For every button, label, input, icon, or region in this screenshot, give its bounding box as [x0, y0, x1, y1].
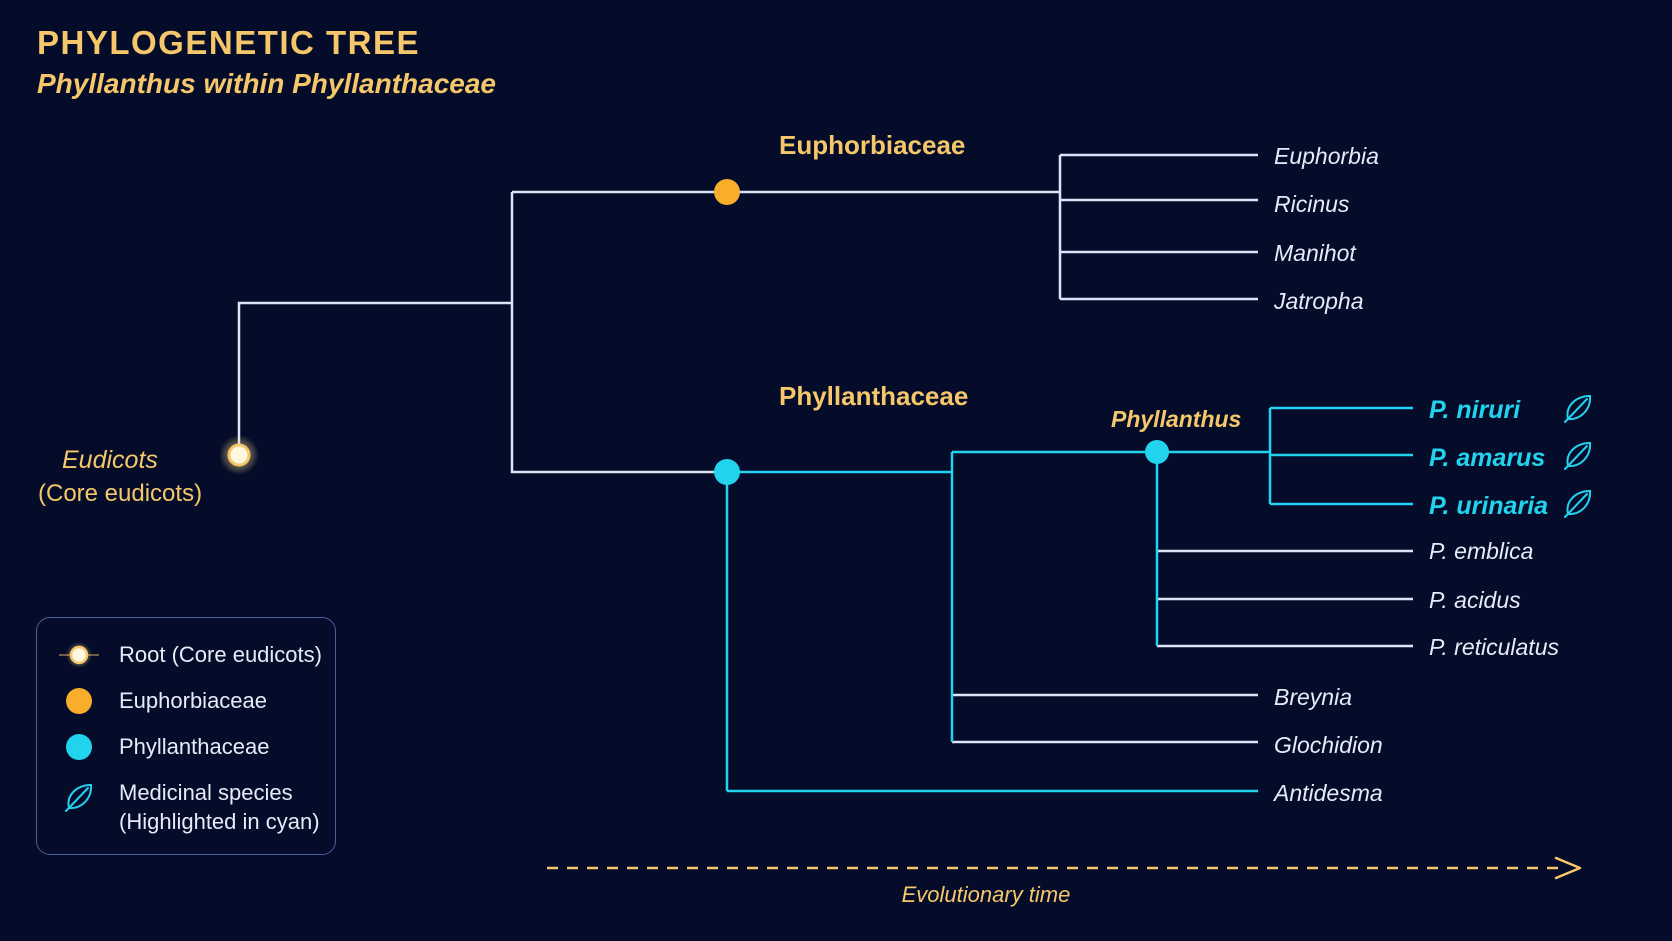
taxon-label: Glochidion — [1274, 732, 1383, 758]
phyllanthaceae-node — [714, 459, 740, 485]
trunk-connector — [510, 192, 727, 474]
leaf-icon — [65, 783, 93, 812]
phyllanthus-node — [1145, 440, 1169, 464]
taxon-label: Jatropha — [1273, 288, 1364, 314]
taxon-label: P. acidus — [1429, 587, 1521, 613]
euphorbiaceae-label: Euphorbiaceae — [779, 130, 965, 160]
legend-label: Phyllanthaceae — [119, 734, 270, 759]
taxon-label: Breynia — [1274, 684, 1352, 710]
orange-node-icon — [66, 688, 92, 714]
phyllanthaceae-label: Phyllanthaceae — [779, 381, 968, 411]
phyllanthaceae-branches — [725, 406, 1413, 793]
euphorbiaceae-branches — [237, 153, 1413, 744]
time-axis-label: Evolutionary time — [902, 882, 1071, 907]
root-node — [173, 435, 259, 475]
taxon-label: Antidesma — [1272, 780, 1383, 806]
page-subtitle: Phyllanthus within Phyllanthaceae — [37, 68, 496, 99]
medicinal-taxa: P. niruri P. amarus P. urinaria — [1429, 396, 1548, 520]
phyllanthus-taxa: P. emblica P. acidus P. reticulatus — [1429, 538, 1559, 660]
leaf-icon — [1564, 395, 1592, 423]
other-phyllanthaceae-taxa: Breynia Glochidion Antidesma — [1272, 684, 1383, 806]
medicinal-taxon-label: P. amarus — [1429, 444, 1545, 472]
root-branch — [237, 301, 512, 455]
root-label: Eudicots — [62, 446, 158, 474]
medicinal-taxon-label: P. niruri — [1429, 396, 1521, 424]
time-axis: Evolutionary time — [547, 856, 1582, 907]
taxon-label: Manihot — [1274, 240, 1357, 266]
legend-label: (Highlighted in cyan) — [119, 809, 320, 834]
legend: Root (Core eudicots) Euphorbiaceae Phyll… — [36, 617, 336, 855]
leaf-icon — [1564, 442, 1592, 470]
cyan-node-icon — [66, 734, 92, 760]
legend-label: Root (Core eudicots) — [119, 642, 322, 667]
taxon-label: Ricinus — [1274, 191, 1350, 217]
arrow-head-icon — [1554, 856, 1582, 880]
taxon-label: P. emblica — [1429, 538, 1533, 564]
medicinal-taxon-label: P. urinaria — [1429, 492, 1548, 520]
phyllanthus-label: Phyllanthus — [1111, 406, 1241, 432]
legend-label: Medicinal species — [119, 780, 293, 805]
root-node-icon — [59, 642, 99, 668]
legend-label: Euphorbiaceae — [119, 688, 268, 713]
euphorbiaceae-node — [714, 179, 740, 205]
euphorbiaceae-taxa: Euphorbia Ricinus Manihot Jatropha — [1273, 143, 1379, 314]
taxon-label: P. reticulatus — [1429, 634, 1559, 660]
taxon-label: Euphorbia — [1274, 143, 1379, 169]
page-title: PHYLOGENETIC TREE — [37, 24, 421, 61]
root-sublabel: (Core eudicots) — [38, 480, 202, 507]
leaf-icon — [1564, 490, 1592, 518]
